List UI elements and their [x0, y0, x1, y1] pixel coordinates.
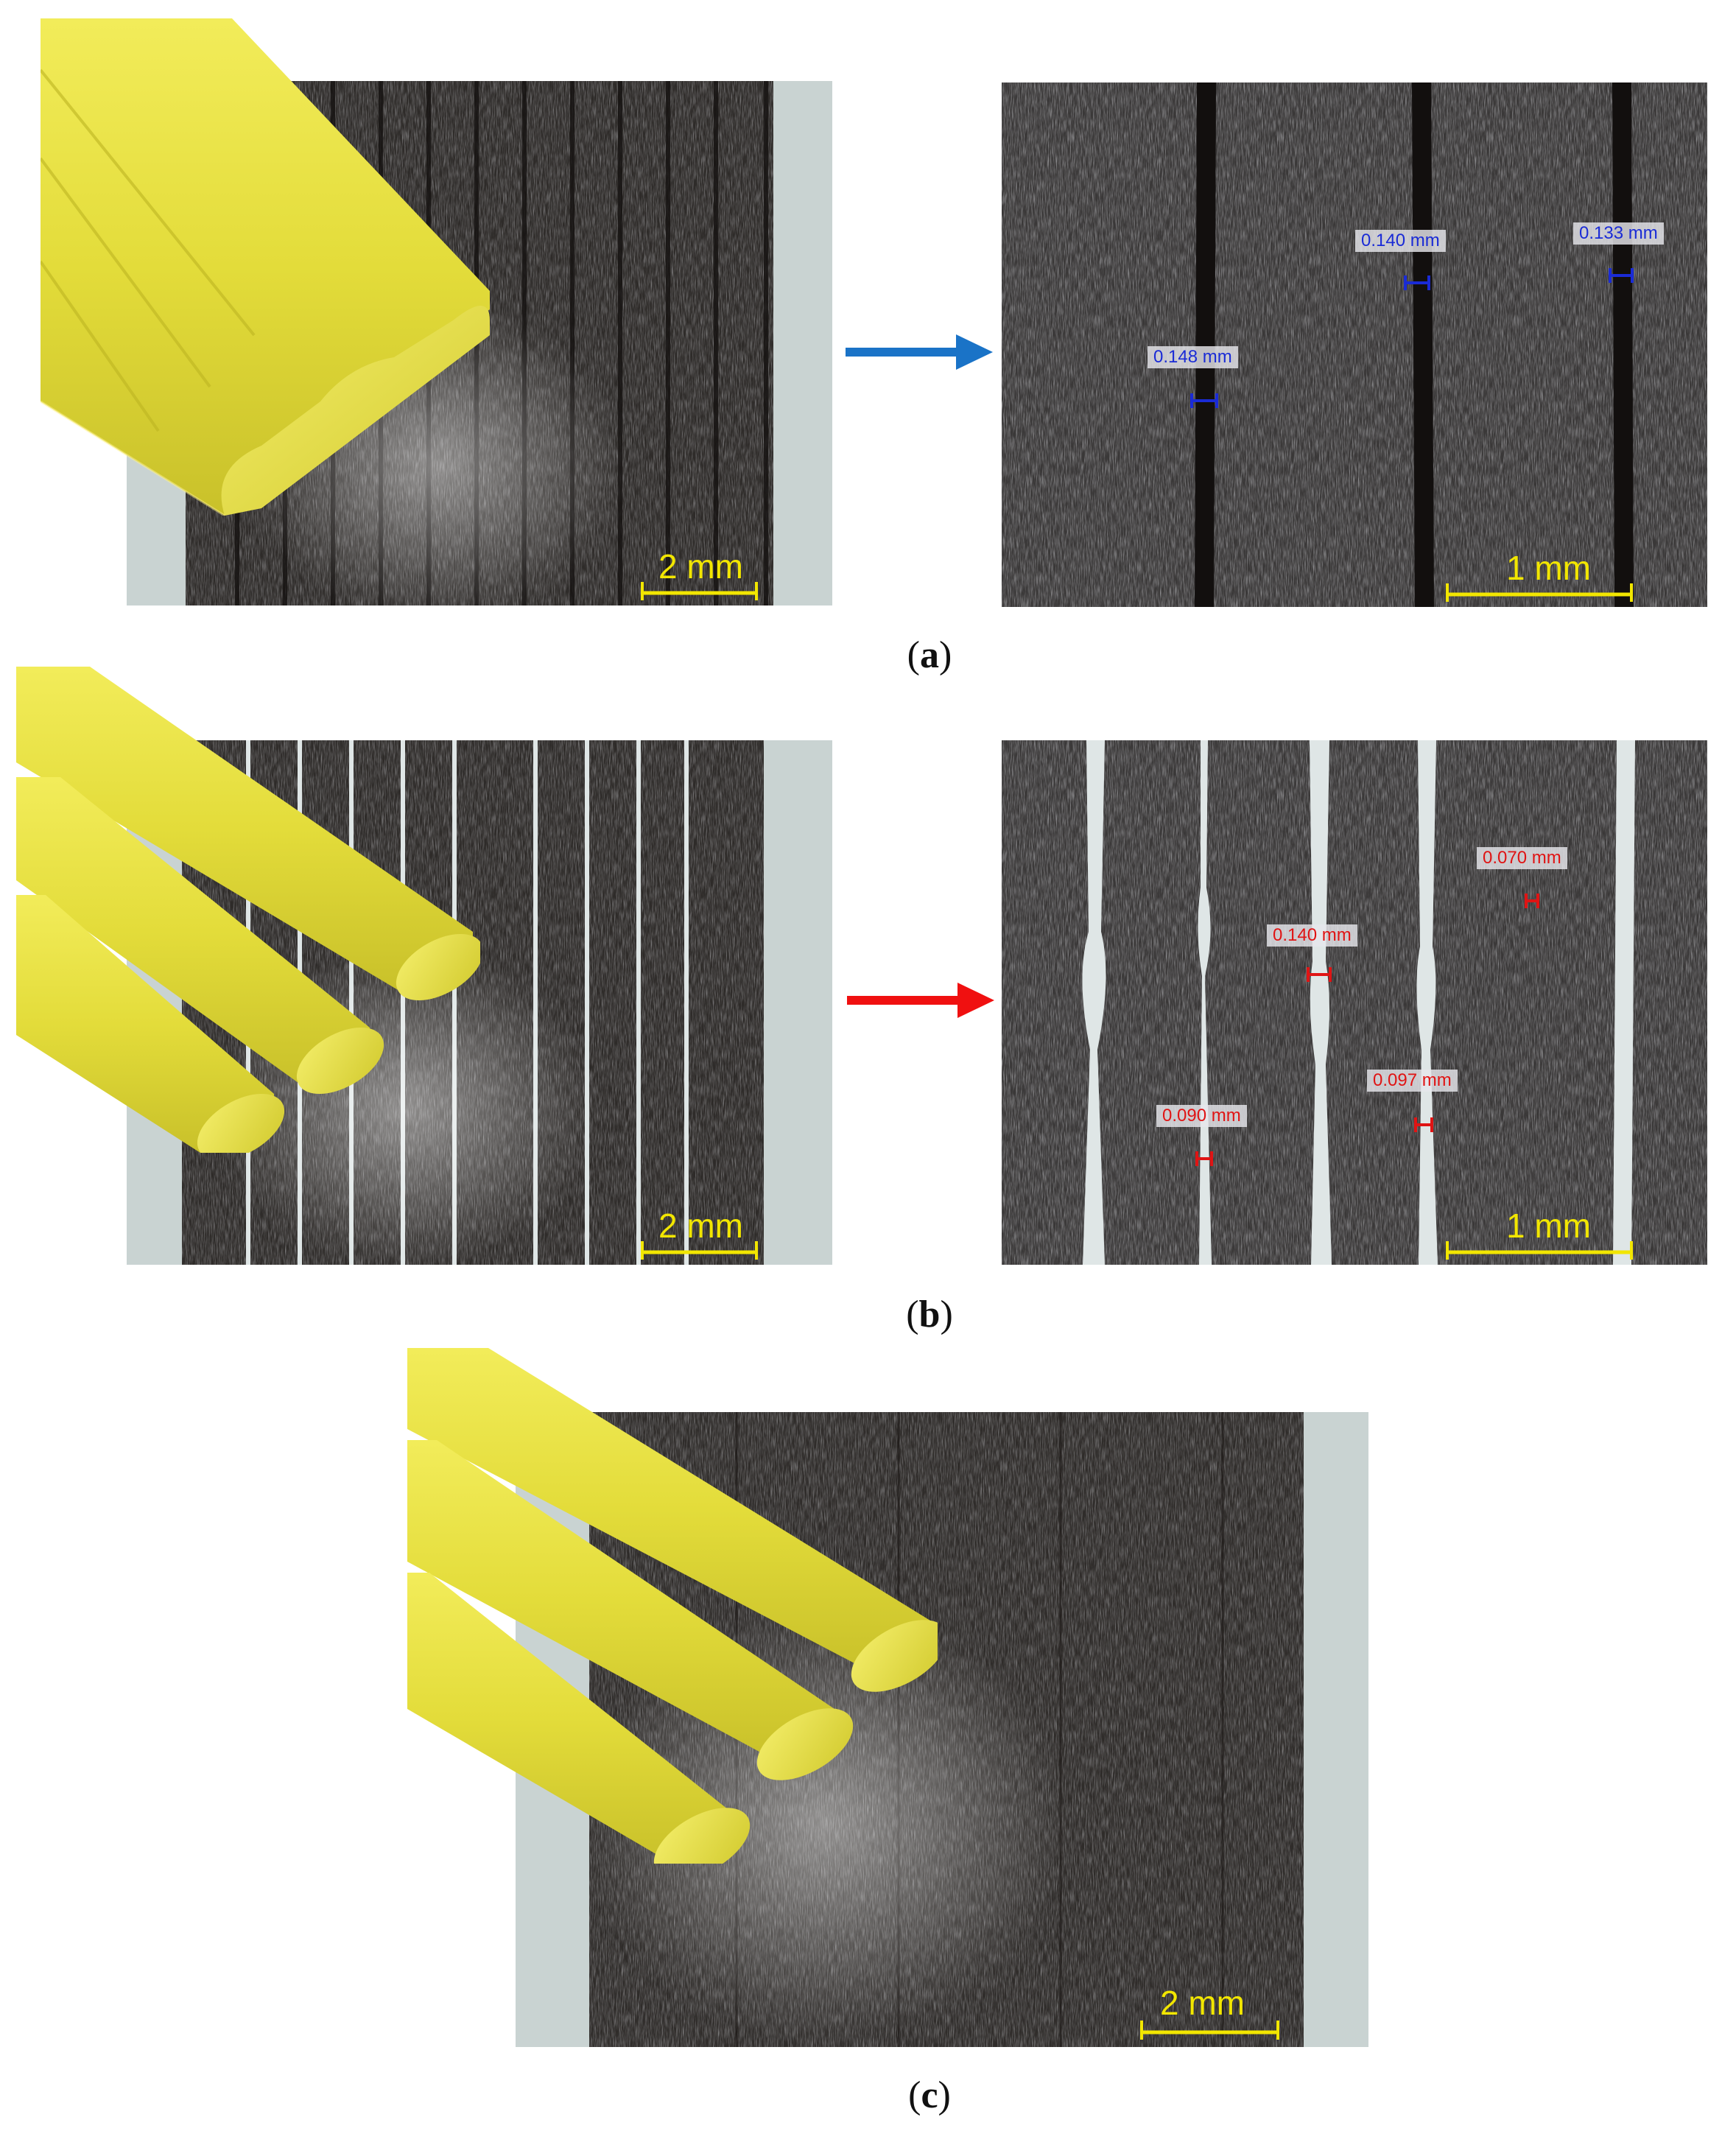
panel-a-arrow — [846, 334, 993, 370]
panel-b-measurement-1: 0.070 mm — [1477, 847, 1567, 869]
panel-a-measurement-2: 0.140 mm — [1355, 230, 1446, 252]
panel-a-measurement-1: 0.148 mm — [1148, 346, 1238, 368]
panel-b-arrow — [847, 983, 994, 1018]
panel-c-filament-model — [407, 1348, 938, 1864]
panel-a-filament-model — [41, 18, 490, 516]
panel-b-zoom-scale-label: 1 mm — [1506, 1207, 1591, 1245]
panel-b-overview-scale-label: 2 mm — [658, 1207, 743, 1245]
panel-a-zoom-scale-label: 1 mm — [1506, 549, 1591, 587]
panel-b-filament-model — [16, 667, 480, 1153]
panel-b-measurement-3: 0.097 mm — [1367, 1070, 1458, 1092]
panel-c-scale-label: 2 mm — [1160, 1984, 1245, 2022]
panel-c-caption: (c) — [908, 2074, 951, 2116]
panel-b-measurement-4: 0.090 mm — [1156, 1105, 1247, 1127]
panel-a-caption: (a) — [907, 634, 952, 676]
panel-b-zoom-photo: 1 mm 0.070 mm 0.140 mm 0.097 mm 0.090 mm — [1002, 740, 1707, 1265]
panel-a-measurement-3: 0.133 mm — [1573, 222, 1664, 245]
panel-a-overview-scale-label: 2 mm — [658, 547, 743, 586]
panel-b-caption: (b) — [906, 1293, 953, 1335]
panel-b-measurement-2: 0.140 mm — [1267, 924, 1357, 947]
panel-a-zoom-photo: 1 mm 0.148 mm 0.140 mm 0.133 mm — [1002, 82, 1707, 607]
